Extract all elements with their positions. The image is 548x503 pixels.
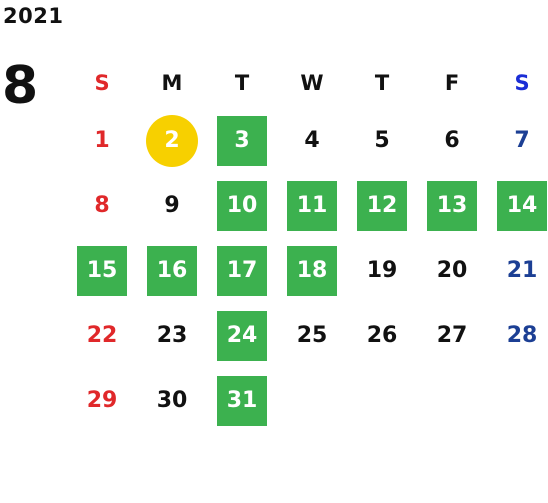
day-number: 25 — [296, 323, 328, 348]
calendar-day-19[interactable]: 19 — [347, 238, 417, 303]
calendar-day-24[interactable]: 24 — [207, 303, 277, 368]
calendar-month: 8 — [2, 56, 39, 116]
calendar-week-row: 29 30 31 — [67, 368, 548, 433]
calendar-day-30[interactable]: 30 — [137, 368, 207, 433]
calendar-day-9[interactable]: 9 — [137, 173, 207, 238]
day-number: 18 — [296, 258, 328, 283]
calendar-day-17[interactable]: 17 — [207, 238, 277, 303]
day-number: 1 — [94, 128, 110, 153]
day-number: 31 — [226, 388, 258, 413]
day-number: 13 — [436, 193, 468, 218]
highlight-marker — [217, 310, 267, 361]
day-number: 21 — [506, 258, 538, 283]
calendar-day-13[interactable]: 13 — [417, 173, 487, 238]
calendar-day-11[interactable]: 11 — [277, 173, 347, 238]
calendar-day-15[interactable]: 15 — [67, 238, 137, 303]
weekday-thursday: T — [374, 71, 390, 95]
highlight-marker — [497, 180, 547, 231]
calendar-day-31[interactable]: 31 — [207, 368, 277, 433]
day-number: 4 — [304, 128, 320, 153]
day-number: 6 — [444, 128, 460, 153]
today-marker — [146, 114, 198, 167]
day-number: 19 — [366, 258, 398, 283]
day-number: 9 — [164, 193, 180, 218]
day-number: 29 — [86, 388, 118, 413]
calendar-week-row: 22 23 24 25 26 27 28 — [67, 303, 548, 368]
calendar-day-3[interactable]: 3 — [207, 108, 277, 173]
day-number: 11 — [296, 193, 328, 218]
day-number: 15 — [86, 258, 118, 283]
calendar-day-18[interactable]: 18 — [277, 238, 347, 303]
weekday-wednesday: W — [300, 71, 324, 95]
calendar-day-10[interactable]: 10 — [207, 173, 277, 238]
day-number: 10 — [226, 193, 258, 218]
calendar-day-28[interactable]: 28 — [487, 303, 548, 368]
highlight-marker — [287, 245, 337, 296]
calendar-day-2[interactable]: 2 — [137, 108, 207, 173]
calendar-day-16[interactable]: 16 — [137, 238, 207, 303]
highlight-marker — [217, 375, 267, 426]
day-number: 26 — [366, 323, 398, 348]
highlight-marker — [217, 115, 267, 166]
calendar-week-row: 1 2 3 4 5 6 7 — [67, 108, 548, 173]
calendar-day-27[interactable]: 27 — [417, 303, 487, 368]
highlight-marker — [357, 180, 407, 231]
calendar-week-row: 15 16 17 18 19 20 21 — [67, 238, 548, 303]
weekday-saturday: S — [514, 71, 530, 95]
weekday-header-row: S M T W T F S — [67, 58, 548, 108]
calendar-day-1[interactable]: 1 — [67, 108, 137, 173]
highlight-marker — [427, 180, 477, 231]
day-number: 30 — [156, 388, 188, 413]
highlight-marker — [77, 245, 127, 296]
calendar-day-4[interactable]: 4 — [277, 108, 347, 173]
calendar-week-row: 8 9 10 11 12 13 14 — [67, 173, 548, 238]
calendar-day-5[interactable]: 5 — [347, 108, 417, 173]
day-number: 17 — [226, 258, 258, 283]
calendar-day-20[interactable]: 20 — [417, 238, 487, 303]
weekday-tuesday: T — [234, 71, 250, 95]
calendar-day-6[interactable]: 6 — [417, 108, 487, 173]
calendar-day-29[interactable]: 29 — [67, 368, 137, 433]
calendar-day-7[interactable]: 7 — [487, 108, 548, 173]
calendar-day-26[interactable]: 26 — [347, 303, 417, 368]
day-number: 3 — [234, 128, 250, 153]
day-number: 16 — [156, 258, 188, 283]
highlight-marker — [287, 180, 337, 231]
calendar-day-21[interactable]: 21 — [487, 238, 548, 303]
calendar-day-14[interactable]: 14 — [487, 173, 548, 238]
weekday-friday: F — [444, 71, 460, 95]
day-number: 27 — [436, 323, 468, 348]
day-number: 12 — [366, 193, 398, 218]
day-number: 7 — [514, 128, 530, 153]
day-number: 24 — [226, 323, 258, 348]
highlight-marker — [147, 245, 197, 296]
calendar-day-25[interactable]: 25 — [277, 303, 347, 368]
calendar-day-8[interactable]: 8 — [67, 173, 137, 238]
calendar-day-22[interactable]: 22 — [67, 303, 137, 368]
weekday-monday: M — [161, 71, 183, 95]
highlight-marker — [217, 245, 267, 296]
highlight-marker — [217, 180, 267, 231]
day-number: 5 — [374, 128, 390, 153]
day-number: 22 — [86, 323, 118, 348]
day-number: 20 — [436, 258, 468, 283]
day-number: 8 — [94, 193, 110, 218]
day-number: 2 — [164, 128, 180, 153]
calendar-day-12[interactable]: 12 — [347, 173, 417, 238]
weekday-sunday: S — [94, 71, 110, 95]
day-number: 14 — [506, 193, 538, 218]
calendar-day-23[interactable]: 23 — [137, 303, 207, 368]
calendar-year: 2021 — [3, 4, 64, 28]
day-number: 28 — [506, 323, 538, 348]
day-number: 23 — [156, 323, 188, 348]
